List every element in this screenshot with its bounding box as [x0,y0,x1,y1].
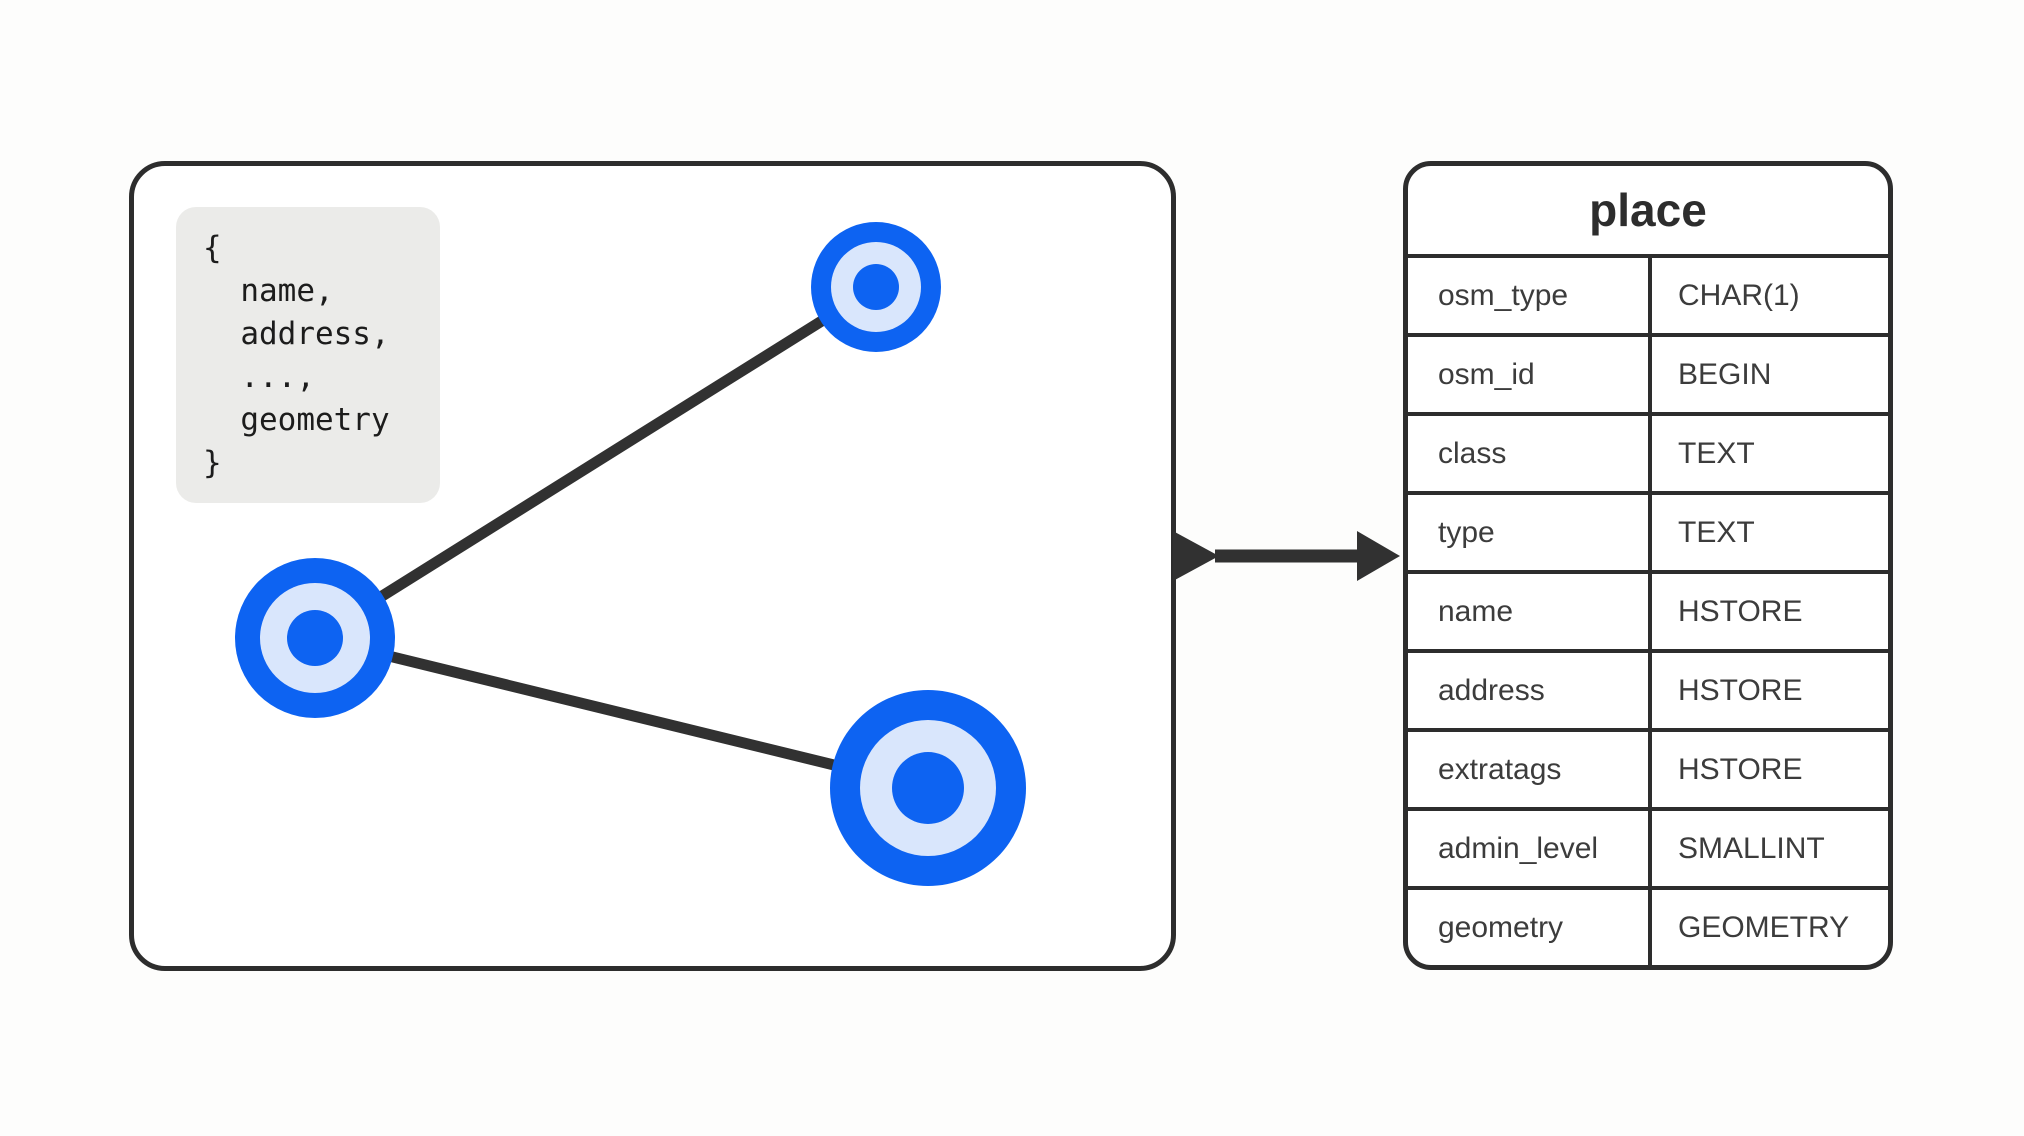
field-cell: osm_id [1408,337,1652,412]
code-line: { [203,230,222,266]
code-line: } [203,445,222,481]
code-line: ..., [203,359,315,395]
table-row: extratags HSTORE [1408,732,1888,811]
table-row: osm_id BEGIN [1408,337,1888,416]
table-title: place [1408,166,1888,258]
node-center-dot [892,752,964,824]
type-cell: GEOMETRY [1678,910,1850,944]
type-cell: HSTORE [1678,752,1803,786]
field-cell: class [1408,416,1652,491]
code-line: name, [203,273,334,309]
type-cell: TEXT [1678,515,1755,549]
map-node-bottom [830,690,1026,886]
table-row: name HSTORE [1408,574,1888,653]
type-cell: HSTORE [1678,594,1803,628]
field-cell: admin_level [1408,811,1652,886]
table-body: osm_type CHAR(1) osm_id BEGIN class TEXT… [1408,258,1888,965]
type-cell: TEXT [1678,436,1755,470]
edge-line [312,282,879,643]
map-node-top [811,222,941,352]
field-cell: osm_type [1408,258,1652,333]
table-row: type TEXT [1408,495,1888,574]
osm-object-panel: { name, address, ..., geometry } [129,161,1176,971]
field-cell: address [1408,653,1652,728]
field-cell: type [1408,495,1652,570]
code-line: geometry [203,402,390,438]
type-cell: SMALLINT [1678,831,1825,865]
type-cell: BEGIN [1678,357,1772,391]
field-cell: extratags [1408,732,1652,807]
arrow-tail [1173,531,1219,581]
node-center-dot [287,610,343,666]
code-block: { name, address, ..., geometry } [176,207,440,503]
map-node-left [235,558,395,718]
table-row: class TEXT [1408,416,1888,495]
table-row: geometry GEOMETRY [1408,890,1888,965]
type-cell: HSTORE [1678,673,1803,707]
code-line: address, [203,316,390,352]
table-row: address HSTORE [1408,653,1888,732]
table-row: osm_type CHAR(1) [1408,258,1888,337]
flow-arrow-icon [1173,531,1400,581]
field-cell: geometry [1408,890,1652,965]
place-table: place osm_type CHAR(1) osm_id BEGIN clas… [1403,161,1893,970]
type-cell: CHAR(1) [1678,278,1800,312]
edge-line [313,632,930,794]
node-graph [235,222,1026,886]
arrow-head [1357,531,1400,581]
node-center-dot [853,264,899,310]
table-row: admin_level SMALLINT [1408,811,1888,890]
field-cell: name [1408,574,1652,649]
